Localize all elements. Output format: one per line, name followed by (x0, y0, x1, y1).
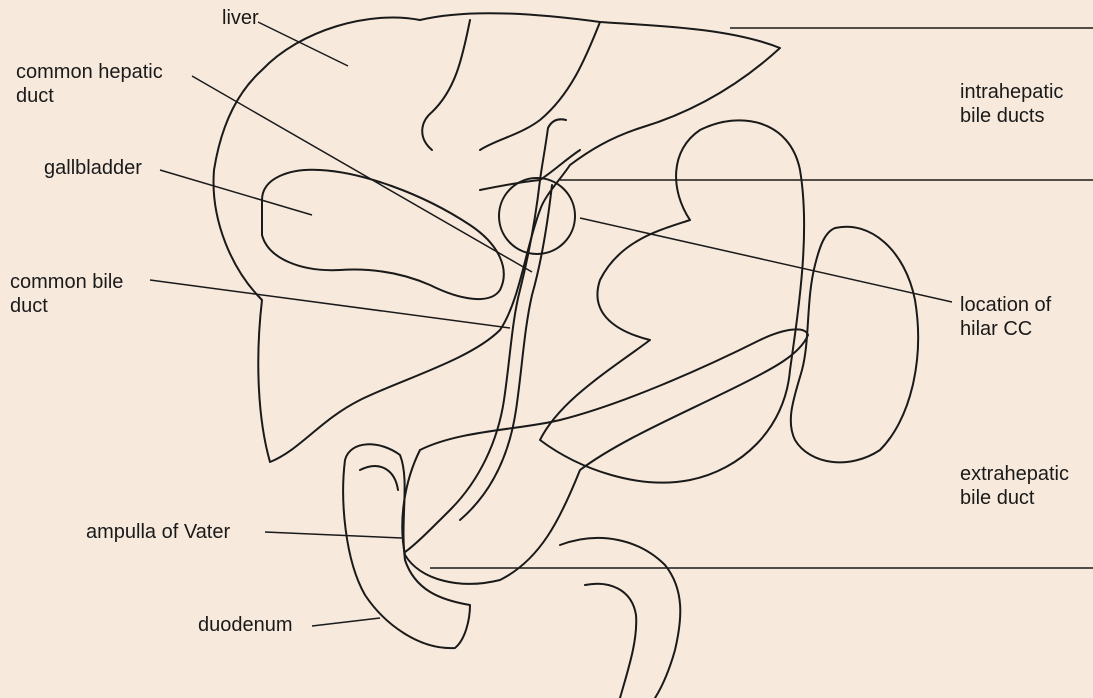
label-duodenum: duodenum (198, 613, 293, 637)
liver-lobe-edge (480, 22, 600, 150)
liver-shape (214, 13, 780, 462)
label-gallbladder: gallbladder (44, 156, 142, 180)
label-hilar-line2: hilar CC (960, 317, 1051, 341)
label-common-bile-duct: common bile duct (10, 270, 123, 318)
leader-gallbladder (160, 170, 312, 215)
duodenum-shape (343, 444, 470, 648)
label-extrahepatic-bile-duct: extrahepatic bile duct (960, 462, 1069, 510)
pancreas-shape (402, 329, 808, 583)
label-intrahepatic-line2: bile ducts (960, 104, 1063, 128)
jejunum-shape (560, 538, 680, 698)
leader-common-bile-duct (150, 280, 510, 328)
spleen-shape (791, 227, 918, 463)
label-common-hepatic-duct: common hepatic duct (16, 60, 163, 108)
liver-fissure (422, 20, 470, 150)
stomach-shape (540, 120, 804, 482)
label-liver: liver (222, 6, 259, 30)
label-ampulla-of-vater: ampulla of Vater (86, 520, 230, 544)
leader-common-hepatic-duct (192, 76, 532, 272)
leader-hilar-cc (580, 218, 952, 302)
label-extrahepatic-line2: bile duct (960, 486, 1069, 510)
duodenum-inner (360, 466, 398, 490)
label-common-hepatic-duct-line2: duct (16, 84, 163, 108)
label-common-bile-duct-line2: duct (10, 294, 123, 318)
label-intrahepatic-bile-ducts: intrahepatic bile ducts (960, 80, 1063, 128)
leader-liver (258, 22, 348, 66)
leader-ampulla (265, 532, 402, 538)
common-hepatic-duct-shape (405, 180, 540, 552)
label-common-hepatic-duct-line1: common hepatic (16, 60, 163, 84)
label-extrahepatic-line1: extrahepatic (960, 462, 1069, 486)
leader-duodenum (312, 618, 380, 626)
label-hilar-line1: location of (960, 293, 1051, 317)
label-common-bile-duct-line1: common bile (10, 270, 123, 294)
label-intrahepatic-line1: intrahepatic (960, 80, 1063, 104)
label-location-of-hilar-cc: location of hilar CC (960, 293, 1051, 341)
common-bile-duct-wall (460, 185, 552, 520)
